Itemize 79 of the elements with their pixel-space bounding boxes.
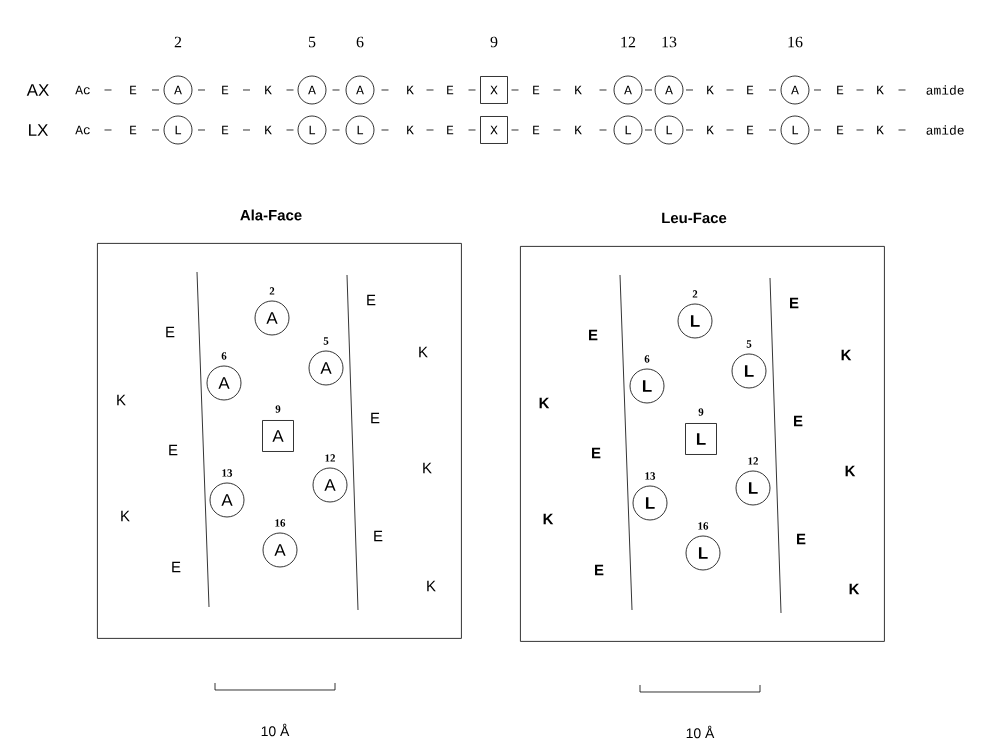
residue-letter: K [121, 510, 130, 522]
position-number: 6 [221, 352, 227, 360]
position-number: 13 [662, 36, 677, 48]
position-number: 6 [356, 36, 364, 48]
residue-box: X [480, 116, 508, 144]
sequence-letter: E [447, 85, 454, 95]
position-number: 16 [788, 36, 803, 48]
sequence-letter: K [707, 85, 714, 95]
sequence-letter: E [747, 125, 754, 135]
sequence-letter: K [575, 125, 582, 135]
position-number: 5 [308, 36, 316, 48]
row-label: AX [26, 84, 49, 96]
sequence-letter: E [837, 125, 844, 135]
sequence-letter: E [447, 125, 454, 135]
position-number: 2 [692, 290, 698, 298]
residue-letter: K [419, 346, 428, 358]
residue-letter: E [595, 564, 604, 576]
sequence-letter: K [265, 125, 272, 135]
residue-letter: E [592, 447, 601, 459]
residue-letter: E [169, 444, 178, 456]
sequence-letter: K [407, 125, 414, 135]
sequence-letter: K [707, 125, 714, 135]
residue-letter: K [423, 462, 432, 474]
residue-letter: E [166, 326, 175, 338]
sequence-letter: amide [926, 125, 964, 135]
sequence-letter: K [877, 125, 884, 135]
position-number: 5 [746, 340, 752, 348]
residue-letter: K [427, 580, 436, 592]
residue-letter: K [539, 397, 550, 409]
position-number: 12 [325, 454, 335, 462]
position-number: 16 [275, 519, 286, 527]
residue-letter: E [367, 294, 376, 306]
position-number: 12 [748, 457, 758, 465]
sequence-letter: E [837, 85, 844, 95]
node-label: Leu-Face [662, 212, 727, 224]
position-number: 13 [645, 472, 656, 480]
position-number: 12 [621, 36, 636, 48]
sequence-letter: E [747, 85, 754, 95]
position-number: 6 [644, 355, 650, 363]
sequence-letter: E [533, 85, 540, 95]
node-label: Ala-Face [240, 209, 302, 221]
sequence-letter: K [265, 85, 272, 95]
scale-label: 10 Å [261, 723, 290, 737]
position-number: 13 [222, 469, 233, 477]
sequence-letter: E [130, 125, 137, 135]
residue-letter: K [849, 583, 860, 595]
sequence-letter: amide [926, 85, 964, 95]
position-number: 16 [698, 522, 709, 530]
residue-letter: K [845, 465, 856, 477]
residue-letter: K [841, 349, 852, 361]
residue-letter: E [797, 533, 806, 545]
position-number: 2 [269, 287, 275, 295]
residue-letter: E [794, 415, 803, 427]
residue-box: X [480, 76, 508, 104]
sequence-letter: Ac [75, 125, 90, 135]
sequence-letter: K [407, 85, 414, 95]
residue-letter: K [117, 394, 126, 406]
sequence-letter: E [222, 125, 229, 135]
position-number: 5 [323, 337, 329, 345]
residue-box: L [685, 423, 717, 455]
residue-letter: E [374, 530, 383, 542]
sequence-letter: E [130, 85, 137, 95]
residue-letter: K [543, 513, 554, 525]
sequence-letter: Ac [75, 85, 90, 95]
residue-letter: E [589, 329, 598, 341]
residue-box: A [262, 420, 294, 452]
position-number: 9 [490, 36, 498, 48]
position-number: 9 [275, 405, 281, 413]
sequence-letter: E [533, 125, 540, 135]
residue-letter: E [371, 412, 380, 424]
scale-label: 10 Å [686, 725, 715, 739]
position-number: 9 [698, 408, 704, 416]
sequence-letter: E [222, 85, 229, 95]
residue-letter: E [790, 297, 799, 309]
residue-letter: E [172, 561, 181, 573]
row-label: LX [29, 124, 48, 136]
position-number: 2 [174, 36, 182, 48]
sequence-letter: K [575, 85, 582, 95]
sequence-letter: K [877, 85, 884, 95]
